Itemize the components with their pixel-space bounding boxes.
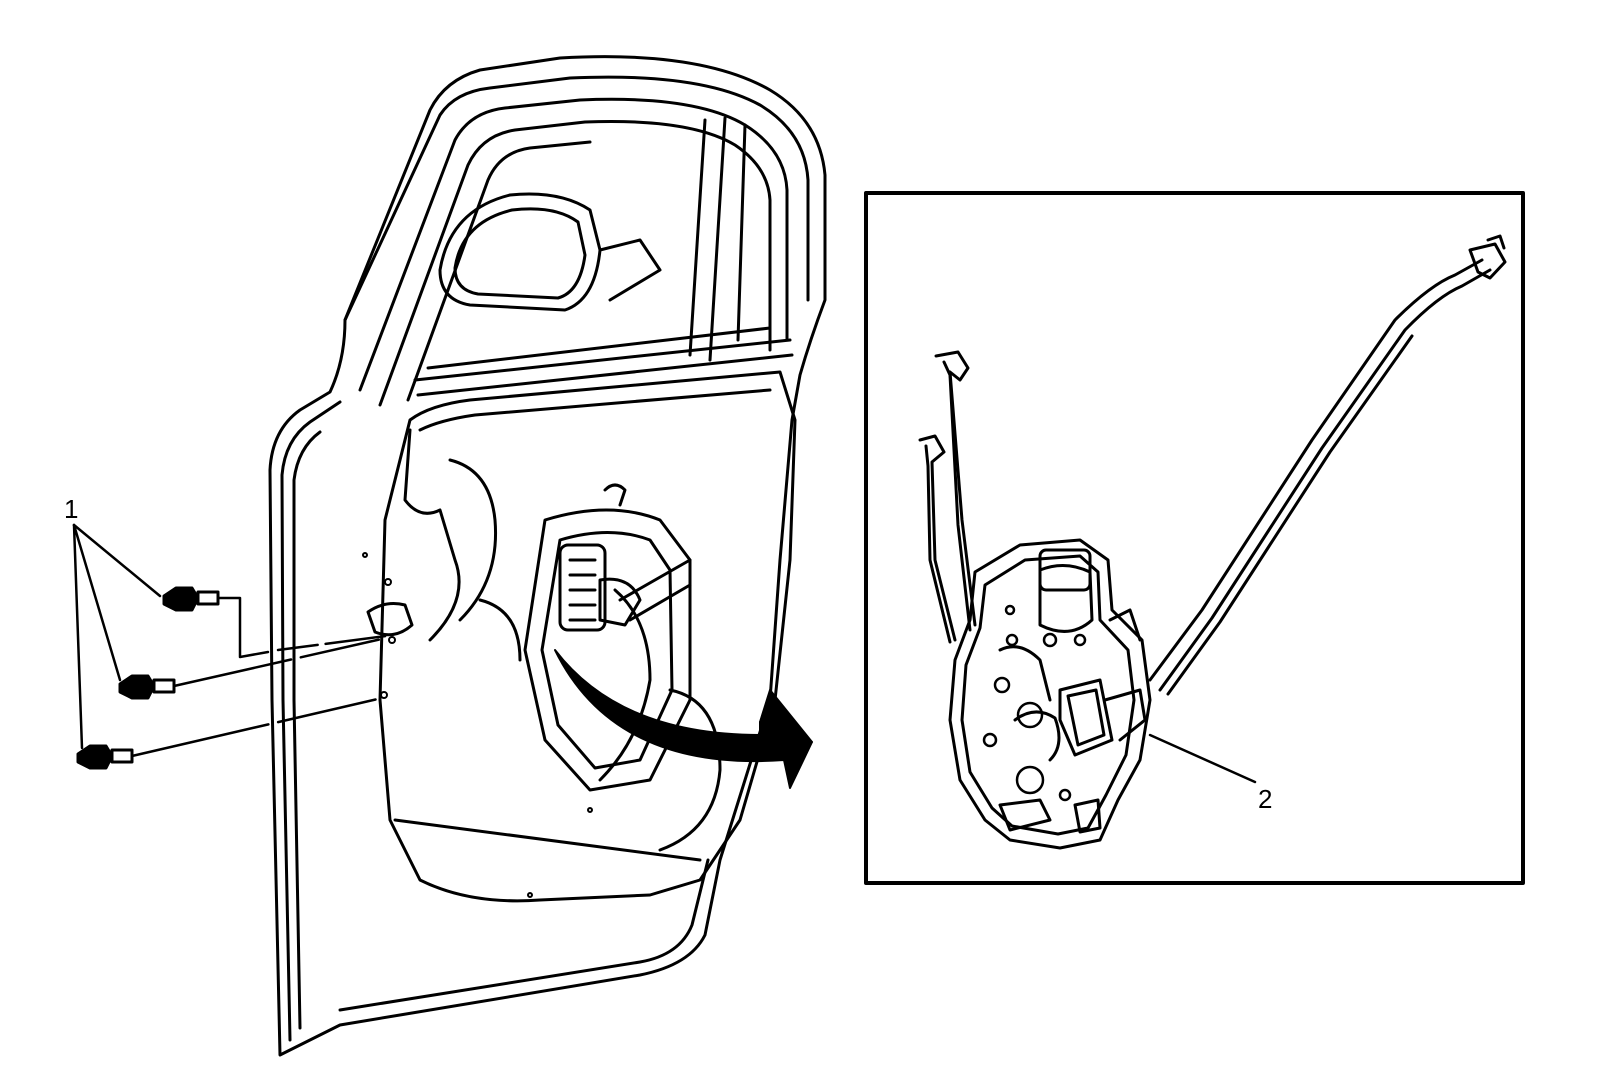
detail-frame xyxy=(864,191,1525,885)
bolt-middle xyxy=(118,674,176,700)
lock-cable xyxy=(1148,234,1507,696)
fastener-holes xyxy=(362,552,593,898)
lock-access-hole xyxy=(366,602,414,637)
callout-label-door-lock: 2 xyxy=(1258,784,1273,814)
callout-1-leaders xyxy=(72,523,162,750)
detail-arrow xyxy=(554,649,813,789)
bolt-upper xyxy=(162,586,220,612)
door-window-frame xyxy=(343,75,810,407)
callout-label-bolts: 1 xyxy=(64,494,79,524)
door-outer-panel xyxy=(268,55,827,1057)
bolt-lower xyxy=(76,744,134,770)
callout-2-leader xyxy=(1148,733,1257,784)
door-lock-actuator xyxy=(948,538,1152,850)
window-regulator xyxy=(523,483,692,792)
actuator-holes xyxy=(982,604,1087,802)
lock-rod-left xyxy=(918,350,977,644)
side-mirror-glass xyxy=(438,192,662,312)
bolt-installation-lines xyxy=(130,596,388,758)
